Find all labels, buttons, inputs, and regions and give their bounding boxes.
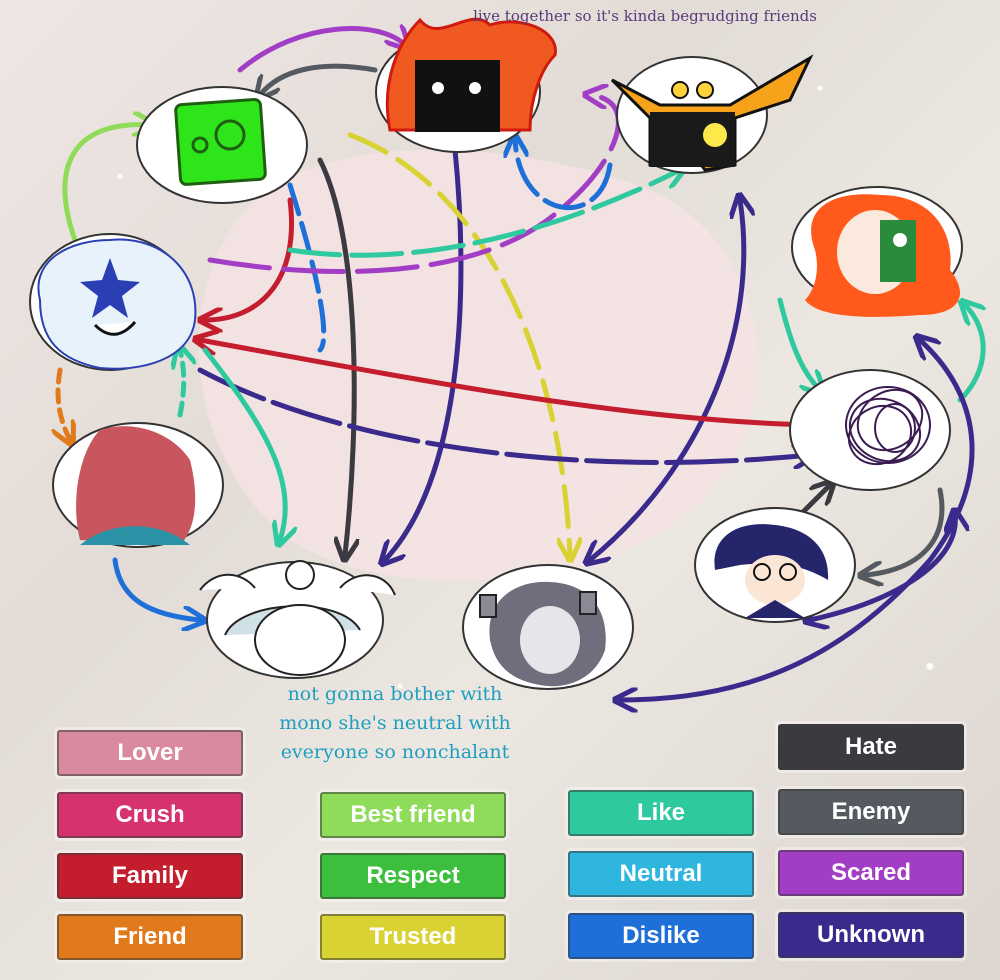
legend-scared[interactable]: Scared bbox=[778, 850, 964, 896]
note-living-together: live together so it's kinda begrudging f… bbox=[473, 7, 817, 25]
arrow-line bbox=[112, 557, 200, 620]
portrait-pink[interactable] bbox=[52, 422, 224, 548]
portrait-fire[interactable] bbox=[375, 17, 557, 153]
star-face-icon bbox=[80, 258, 140, 318]
note-mono-neutral: not gonna bother with mono she's neutral… bbox=[279, 683, 511, 763]
legend-enemy[interactable]: Enemy bbox=[778, 789, 964, 835]
legend-crush[interactable]: Crush bbox=[57, 792, 243, 838]
legend-lover[interactable]: Lover bbox=[57, 730, 243, 776]
legend-best-friend[interactable]: Best friend bbox=[320, 792, 506, 838]
arrow-line bbox=[260, 63, 378, 95]
arrow-line bbox=[960, 305, 983, 403]
legend-hate[interactable]: Hate bbox=[778, 724, 964, 770]
arrow-line bbox=[205, 197, 294, 320]
arrow-line bbox=[810, 515, 955, 620]
portrait-redhead[interactable] bbox=[791, 186, 963, 317]
portrait-green[interactable] bbox=[136, 86, 308, 204]
legend-like[interactable]: Like bbox=[568, 790, 754, 836]
portrait-horns[interactable] bbox=[610, 54, 814, 174]
legend-respect[interactable]: Respect bbox=[320, 853, 506, 899]
scribble-ball-icon bbox=[845, 386, 931, 466]
arrow-line bbox=[347, 132, 570, 555]
legend-family[interactable]: Family bbox=[57, 853, 243, 899]
legend-trusted[interactable]: Trusted bbox=[320, 914, 506, 960]
portrait-grey[interactable] bbox=[462, 564, 634, 690]
pink-sketch-icon bbox=[76, 426, 196, 545]
relationship-arrows bbox=[58, 29, 983, 700]
legend-friend[interactable]: Friend bbox=[57, 914, 243, 960]
arrow-line bbox=[58, 367, 70, 440]
legend-unknown[interactable]: Unknown bbox=[778, 912, 964, 958]
arrow-line bbox=[515, 140, 613, 211]
arrow-line bbox=[62, 125, 150, 243]
legend-dislike[interactable]: Dislike bbox=[568, 913, 754, 959]
legend-neutral[interactable]: Neutral bbox=[568, 851, 754, 897]
arrow-line bbox=[202, 347, 285, 540]
portrait-winged[interactable] bbox=[199, 560, 396, 679]
arrow-line bbox=[237, 29, 405, 73]
winged-face-icon bbox=[285, 560, 315, 590]
arrow-line bbox=[287, 182, 327, 353]
portrait-star[interactable] bbox=[29, 233, 197, 371]
arrow-line bbox=[777, 297, 820, 390]
portrait-glasses[interactable] bbox=[694, 507, 856, 623]
arrow-line bbox=[180, 350, 184, 418]
green-cube-icon bbox=[174, 98, 267, 186]
portrait-scribble[interactable] bbox=[789, 369, 951, 491]
arrow-line bbox=[317, 157, 354, 555]
